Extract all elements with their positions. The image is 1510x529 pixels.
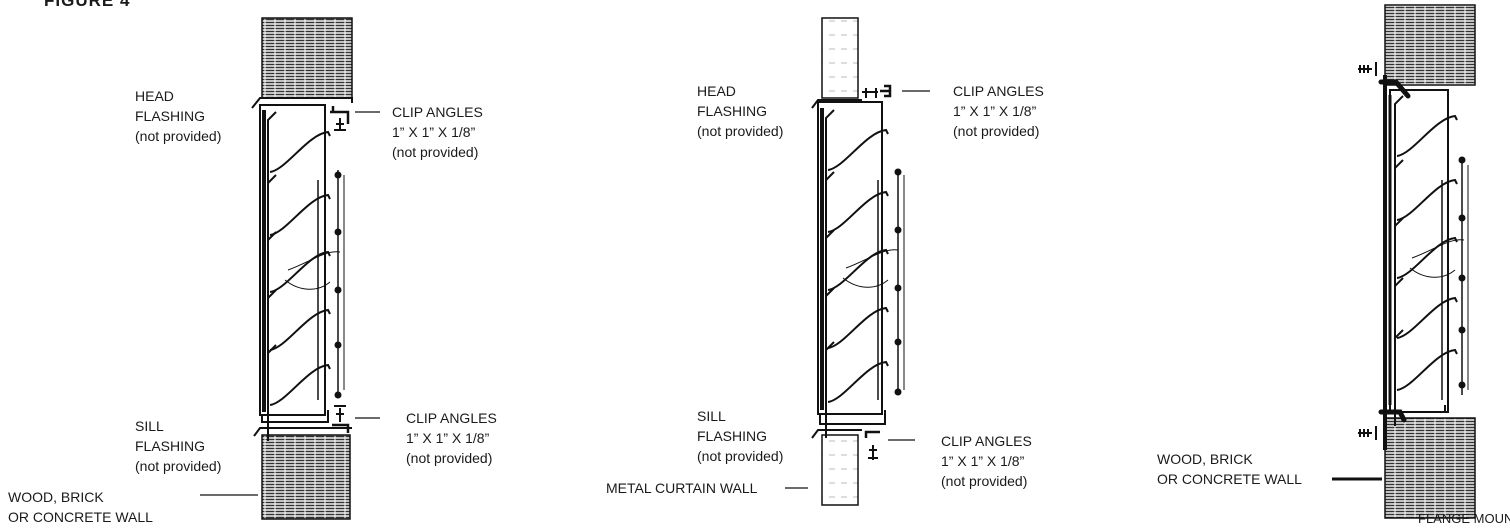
clip-angles-bottom-label: CLIP ANGLES 1” X 1” X 1/8” (not provided… [941,433,1032,489]
wall-type-label: WOOD, BRICK OR CONCRETE WALL [8,489,153,525]
clip-angles-top-label: CLIP ANGLES 1” X 1” X 1/8” (not provided… [953,83,1044,139]
sill-flashing [811,429,862,439]
sill-flashing-label: SILL FLASHING (not provided) [697,408,784,464]
head-flashing-label: HEAD FLASHING (not provided) [697,83,784,139]
clip-angles-bottom-label: CLIP ANGLES 1” X 1” X 1/8” (not provided… [406,410,497,466]
panel-3-drawing [1332,4,1476,519]
head-flashing [251,97,353,109]
wall-type-label: METAL CURTAIN WALL [606,480,758,496]
wall-block-top [1384,4,1476,86]
louver-frame [817,101,883,415]
head-flashing-label: HEAD FLASHING (not provided) [135,88,222,144]
clip-angle-top [862,88,878,98]
head-flashing [811,99,862,109]
curtain-wall-bottom [821,434,859,506]
panel-1-drawing [200,17,380,520]
panel-2-drawing [785,17,930,506]
sill-flashing [253,427,352,437]
louver-frame [1389,89,1449,413]
wall-type-label: WOOD, BRICK OR CONCRETE WALL [1157,451,1302,487]
fastener-bottom-icon [1358,426,1377,440]
clip-angle-bottom [864,430,880,438]
figure-title: FIGURE 4 [44,0,131,10]
wall-block-bottom [261,434,351,520]
clip-angle-top [330,106,350,124]
clip-angle-bottom [334,405,346,422]
sill-flashing-label: SILL FLASHING (not provided) [135,418,222,474]
fastener-top-icon [1358,62,1377,76]
curtain-wall-top [821,17,859,99]
clip-angles-top-label: CLIP ANGLES 1” X 1” X 1/8” (not provided… [392,104,483,160]
flange-mount-caption: FLANGE MOUNT [1418,511,1510,526]
wall-block-bottom [1384,417,1476,519]
wall-block-top [261,17,353,99]
louver-frame [259,104,326,416]
